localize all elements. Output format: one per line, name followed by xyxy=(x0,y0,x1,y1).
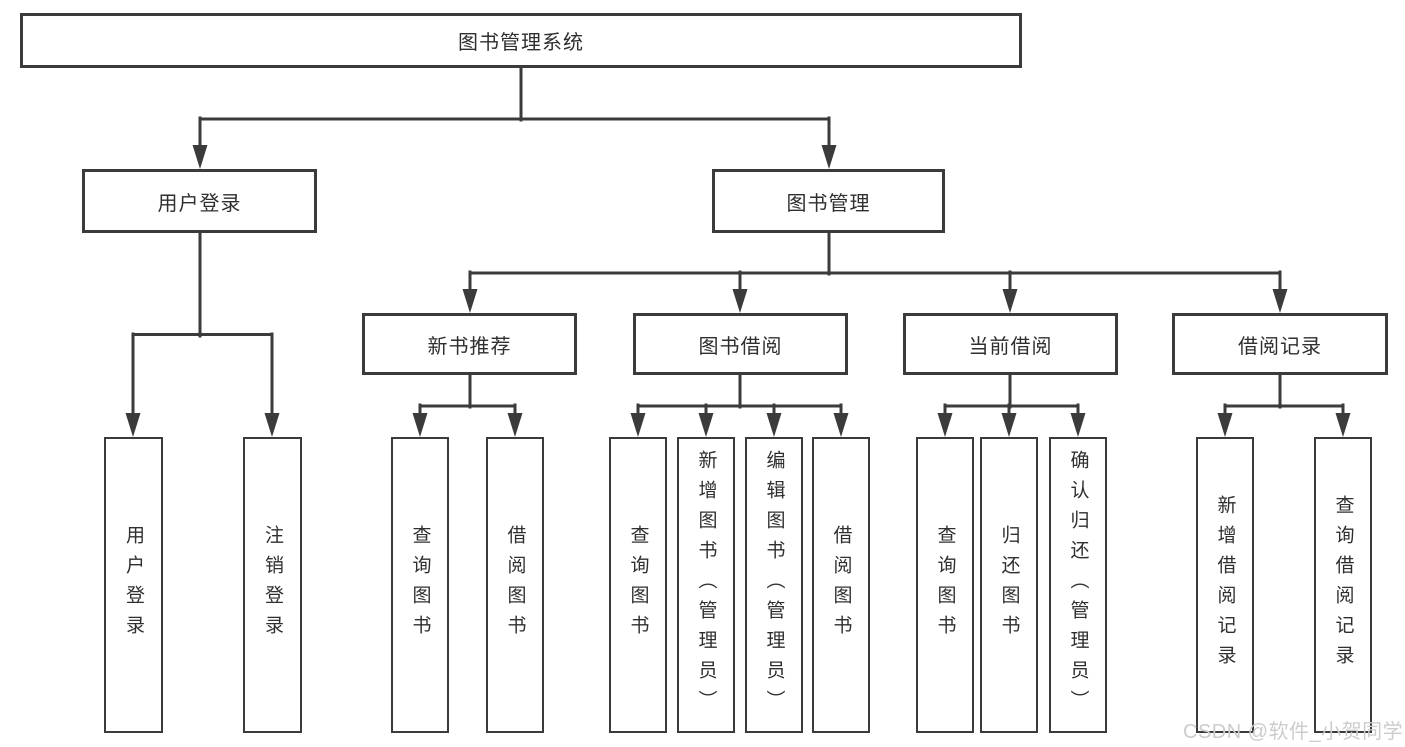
node-book-management: 图书管理 xyxy=(712,169,945,233)
node-borrowing-records: 借阅记录 xyxy=(1172,313,1388,375)
node-user-login: 用户登录 xyxy=(82,169,317,233)
leaf-label: 查询图书 xyxy=(409,525,431,645)
leaf-br-add-record: 新增借阅记录 xyxy=(1196,437,1254,733)
node-current-borrowing: 当前借阅 xyxy=(903,313,1118,375)
leaf-label: 查询借阅记录 xyxy=(1332,495,1354,675)
node-label: 图书管理系统 xyxy=(458,32,584,54)
node-label: 借阅记录 xyxy=(1238,335,1322,358)
leaf-cb-query-books: 查询图书 xyxy=(916,437,974,733)
leaf-bb-edit-books-admin: 编辑图书（管理员） xyxy=(745,437,803,733)
leaf-label: 借阅图书 xyxy=(504,525,526,645)
leaf-nb-query-books: 查询图书 xyxy=(391,437,449,733)
leaf-label: 编辑图书（管理员） xyxy=(763,450,785,720)
node-label: 新书推荐 xyxy=(427,335,512,358)
leaf-logout: 注销登录 xyxy=(243,437,302,733)
node-label: 图书借阅 xyxy=(698,335,783,358)
leaf-bb-add-books-admin: 新增图书（管理员） xyxy=(677,437,735,733)
leaf-label: 新增图书（管理员） xyxy=(695,450,717,720)
leaf-label: 借阅图书 xyxy=(830,525,852,645)
watermark: CSDN @软件_小贺同学 xyxy=(1183,721,1404,743)
leaf-br-query-record: 查询借阅记录 xyxy=(1314,437,1372,733)
leaf-label: 新增借阅记录 xyxy=(1214,495,1236,675)
arrowhead-icons xyxy=(125,145,1351,437)
node-label: 用户登录 xyxy=(157,192,242,215)
leaf-bb-borrow-books: 借阅图书 xyxy=(812,437,870,733)
leaf-user-login: 用户登录 xyxy=(104,437,163,733)
node-new-book-recommend: 新书推荐 xyxy=(362,313,577,375)
leaf-cb-confirm-return-admin: 确认归还（管理员） xyxy=(1049,437,1107,733)
leaf-label: 用户登录 xyxy=(123,525,144,645)
node-label: 图书管理 xyxy=(786,192,871,215)
node-label: 当前借阅 xyxy=(968,335,1053,358)
leaf-label: 注销登录 xyxy=(262,525,283,645)
leaf-cb-return-books: 归还图书 xyxy=(980,437,1038,733)
node-book-borrowing: 图书借阅 xyxy=(633,313,848,375)
leaf-label: 查询图书 xyxy=(627,525,649,645)
leaf-label: 归还图书 xyxy=(998,525,1020,645)
node-library-management-system: 图书管理系统 xyxy=(20,13,1022,68)
leaf-bb-query-books: 查询图书 xyxy=(609,437,667,733)
leaf-label: 查询图书 xyxy=(934,525,956,645)
leaf-nb-borrow-books: 借阅图书 xyxy=(486,437,544,733)
leaf-label: 确认归还（管理员） xyxy=(1067,450,1089,720)
